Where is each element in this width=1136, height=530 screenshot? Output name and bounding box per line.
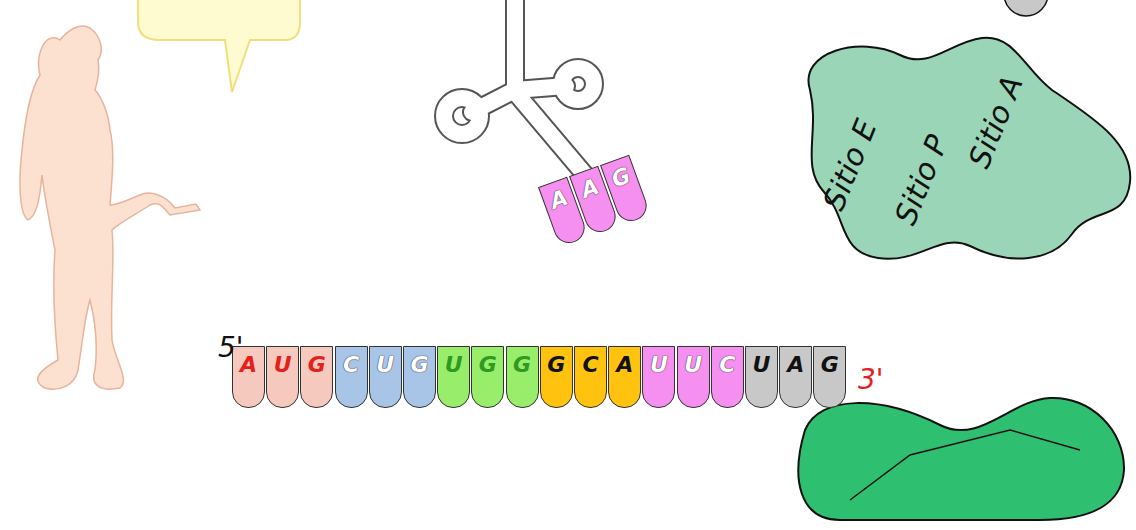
nucleotide-letter: U — [370, 347, 401, 377]
nucleotide-letter: G — [814, 347, 845, 377]
codon-base: C — [574, 346, 607, 408]
nucleotide-letter: G — [301, 347, 332, 377]
codon-base: A — [608, 346, 641, 408]
nucleotide-letter: C — [575, 347, 606, 377]
codon-base: U — [745, 346, 778, 408]
codon-base: U — [677, 346, 710, 408]
nucleotide-letter: U — [678, 347, 709, 377]
large-subunit-shape — [770, 30, 1136, 270]
codon-base: G — [506, 346, 539, 408]
nucleotide-letter: G — [541, 347, 572, 377]
grey-particle — [1004, 0, 1048, 16]
nucleotide-letter: U — [643, 347, 674, 377]
scientist-figure — [20, 26, 200, 389]
five-prime-end: 5' — [218, 334, 244, 362]
nucleotide-letter: U — [267, 347, 298, 377]
nucleotide-letter: G — [472, 347, 503, 377]
nucleotide-letter: A — [609, 347, 640, 377]
codon-base: C — [711, 346, 744, 408]
nucleotide-letter: C — [712, 347, 743, 377]
codon-base: G — [403, 346, 436, 408]
speech-bubble — [138, 0, 300, 92]
nucleotide-letter: A — [780, 347, 811, 377]
nucleotide-letter: U — [438, 347, 469, 377]
codon-base: C — [335, 346, 368, 408]
codon-base: G — [813, 346, 846, 408]
large-subunit: Sitio ESitio PSitio A — [770, 30, 1136, 270]
small-subunit — [798, 398, 1124, 520]
nucleotide-letter: G — [507, 347, 538, 377]
three-prime-end: 3' — [858, 366, 884, 394]
codon-base: A — [779, 346, 812, 408]
nucleotide-letter: C — [336, 347, 367, 377]
trna-outline — [444, 0, 594, 176]
nucleotide-letter: G — [404, 347, 435, 377]
codon-base: U — [266, 346, 299, 408]
codon-base: U — [369, 346, 402, 408]
subunit-crease — [850, 430, 1080, 500]
codon-base: G — [471, 346, 504, 408]
codon-base: U — [642, 346, 675, 408]
nucleotide-letter: U — [746, 347, 777, 377]
codon-base: G — [300, 346, 333, 408]
codon-base: G — [540, 346, 573, 408]
codon-base: U — [437, 346, 470, 408]
nucleotide-letter: G — [601, 156, 639, 194]
